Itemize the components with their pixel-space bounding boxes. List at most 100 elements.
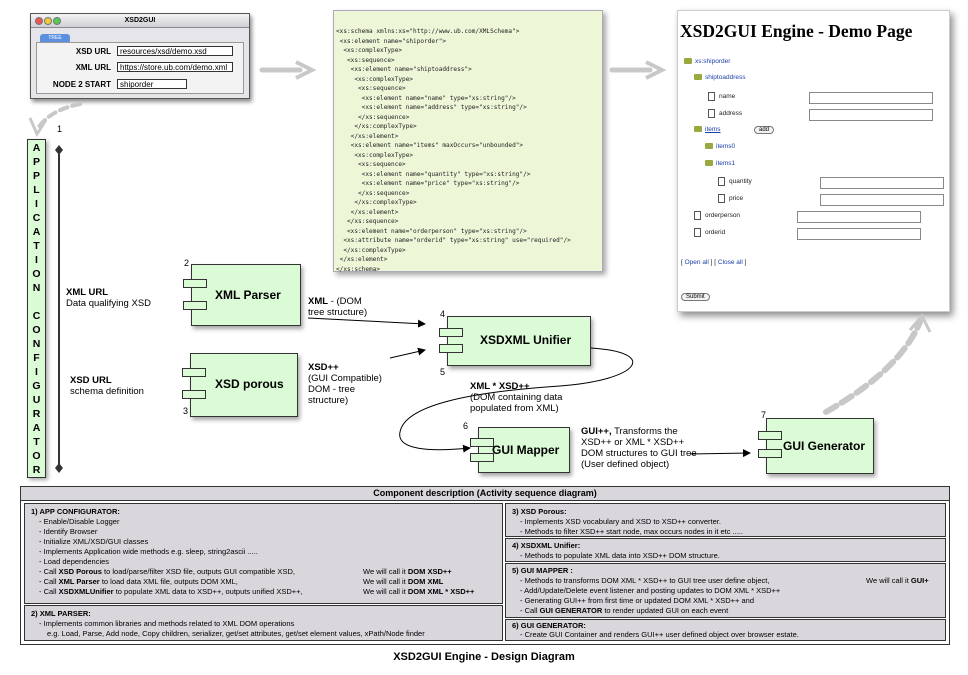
config-panel: XSD URL resources/xsd/demo.xsd XML URL h… (36, 42, 244, 94)
desc-c5-line: - Generating GUI++ from first time or up… (520, 596, 754, 605)
config-window: XSD2GUI TREE XSD URL resources/xsd/demo.… (30, 13, 250, 99)
xsd-code-line: </xs:schema> (336, 265, 381, 273)
desc-c1-call2-bold: XML Parser (58, 577, 100, 586)
configurator-letter: T (33, 240, 40, 252)
tree-items1-label: items1 (716, 160, 736, 167)
configurator-letter: F (33, 352, 40, 364)
tree-items0-label: items0 (716, 143, 736, 150)
folder-icon (694, 126, 702, 133)
xsd-code-line: </xs:element> (350, 132, 399, 140)
desc-c5-call-post: to render updated GUI on each event (602, 606, 729, 615)
xml-parser-component: XML Parser (183, 264, 301, 326)
tree-orderperson: orderperson (694, 211, 740, 220)
desc-c5-heading: 5) GUI MAPPER : (512, 566, 573, 575)
step-number-7: 7 (761, 410, 767, 420)
tab-tree[interactable]: TREE (40, 34, 70, 43)
configurator-letter: A (32, 142, 41, 154)
desc-c1-call2-pre: - Call (39, 577, 59, 586)
name-input[interactable] (809, 92, 933, 104)
desc-c1-call1-bold: XSD Porous (58, 567, 102, 576)
xsdxml-unifier-component: XSDXML Unifier (439, 316, 591, 366)
component-port (470, 453, 494, 462)
price-input[interactable] (820, 194, 944, 206)
desc-c3-line: - Methods to filter XSD++ start node, ma… (520, 527, 744, 536)
xsd-code-line: </xs:element> (339, 256, 388, 263)
close-all-link[interactable]: Close all (717, 259, 743, 266)
xml-url-input[interactable]: https://store.ub.com/demo.xml (117, 62, 233, 72)
configurator-letter: O (32, 450, 41, 462)
xml-url-label: XML URL (75, 63, 111, 72)
desc-app-configurator: 1) APP CONFIGURATOR: - Enable/Disable Lo… (24, 503, 503, 604)
desc-c1-line: - Load dependencies (39, 557, 110, 566)
desc-c2-line: - Implements common libraries and method… (39, 619, 295, 628)
gui-mapper-label: GUI Mapper (492, 443, 560, 457)
step-number-3: 3 (183, 406, 189, 416)
configurator-letter: C (32, 310, 41, 322)
tree-orderid: orderid (694, 228, 725, 237)
xsd-code-line: <xs:complexType> (343, 47, 403, 54)
open-all-link[interactable]: Open all (684, 259, 709, 266)
xsd-code: <xs:schema xmlns:xs="http://www.ub.com/X… (334, 11, 602, 274)
desc-c3-line: - Implements XSD vocabulary and XSD to X… (520, 517, 721, 526)
step-number-2: 2 (184, 258, 190, 268)
desc-c5-call: - Call GUI GENERATOR to render updated G… (520, 606, 728, 615)
quantity-input[interactable] (820, 177, 944, 189)
orderid-input[interactable] (797, 228, 921, 240)
tree-items0[interactable]: items0 (705, 143, 735, 150)
xsd-code-line: </xs:complexType> (354, 123, 417, 130)
step-number-4: 4 (440, 309, 446, 319)
desc-c1-call1-pre: - Call (39, 567, 59, 576)
step-number-1: 1 (57, 124, 63, 134)
tree-shiptoaddress[interactable]: shiptoaddress (694, 74, 745, 81)
tree-root[interactable]: xs:shiporder (684, 58, 730, 65)
folder-icon (694, 74, 702, 81)
desc-c2-heading: 2) XML PARSER: (31, 609, 91, 618)
tree-items1[interactable]: items1 (705, 160, 735, 167)
node-start-input[interactable]: shiporder (117, 79, 187, 89)
xsd-url-input[interactable]: resources/xsd/demo.xsd (117, 46, 233, 56)
close-dot-icon[interactable] (35, 17, 43, 25)
note-gui-line1: Transforms the (611, 426, 678, 437)
xsd-code-line: <xs:sequence> (358, 85, 406, 92)
orderperson-input[interactable] (797, 211, 921, 223)
xsd-code-line: <xs:element name="shiporder"> (339, 37, 447, 45)
note-xsd-input: XSD URL schema definition (70, 375, 144, 397)
xsd-code-line: </xs:sequence> (358, 113, 410, 121)
xsd-code-line: <xs:sequence> (358, 161, 406, 168)
tree-quantity: quantity (718, 177, 752, 186)
description-title: Component description (Activity sequence… (21, 487, 949, 501)
component-port (439, 328, 463, 337)
xsd-code-line: <xs:attribute name="orderid" type="xs:st… (343, 237, 571, 244)
desc-c6-line: - Create GUI Container and renders GUI++… (520, 630, 799, 639)
submit-button[interactable]: Submit (681, 293, 710, 301)
xsd-porous-label: XSD porous (215, 377, 284, 391)
flow-arrow-generator-to-demo (823, 313, 932, 415)
desc-c1-note1: We will call it DOM XSD++ (363, 567, 452, 576)
configurator-letter: A (32, 422, 41, 434)
gui-generator-component: GUI Generator (758, 418, 874, 474)
tree-items[interactable]: items (694, 126, 721, 133)
desc-c5-call-pre: - Call (520, 606, 540, 615)
minimize-dot-icon[interactable] (44, 17, 52, 25)
desc-c1-note3: We will call it DOM XML * XSD++ (363, 587, 474, 596)
xsd-url-label: XSD URL (75, 47, 111, 56)
flow-arrow-window-to-configurator (28, 102, 82, 138)
note-xml-input-title: XML URL (66, 287, 109, 298)
tree-controls: [ Open all ] [ Close all ] (681, 259, 747, 266)
desc-c2-line: e.g. Load, Parse, Add node, Copy childre… (47, 629, 425, 638)
flow-arrow-doc-to-demo (609, 60, 667, 80)
xsd-code-line: <xs:element name="price" type="xs:string… (361, 180, 520, 187)
add-button[interactable]: add (754, 126, 775, 134)
zoom-dot-icon[interactable] (53, 17, 61, 25)
xsd-code-line: <xs:complexType> (354, 75, 414, 83)
xsdxml-unifier-label: XSDXML Unifier (480, 333, 572, 347)
page-icon (718, 194, 725, 203)
configurator-letter: A (32, 226, 41, 238)
xsd-code-line: </xs:element> (350, 208, 399, 216)
address-input[interactable] (809, 109, 933, 121)
desc-c5-line: - Add/Update/Delete event listener and p… (520, 586, 781, 595)
tree-orderperson-label: orderperson (705, 212, 741, 220)
tree-name-label: name (719, 93, 736, 101)
configurator-letter: G (32, 380, 41, 392)
xsd-code-line: </xs:sequence> (358, 189, 410, 197)
